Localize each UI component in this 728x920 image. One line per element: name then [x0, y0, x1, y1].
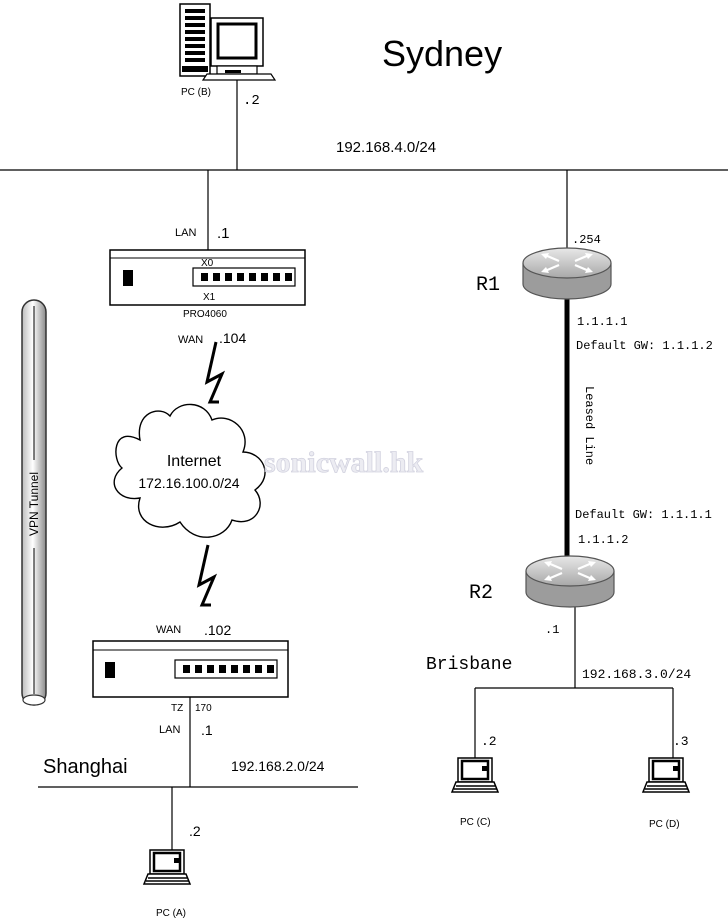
- r2-wan-ip: 1.1.1.2: [578, 533, 628, 547]
- pro4060-model-label: PRO4060: [183, 309, 227, 320]
- pro4060-x0-label: X0: [201, 258, 214, 269]
- pro4060-x1-label: X1: [203, 292, 216, 303]
- r1-default-gateway: Default GW: 1.1.1.2: [576, 339, 713, 353]
- internet-network-label: 172.16.100.0/24: [138, 475, 239, 491]
- tz170-wan-ip: .102: [204, 622, 231, 638]
- tz170-model-prefix: TZ: [171, 703, 183, 714]
- r2-lan-ip: .1: [545, 623, 559, 637]
- r1-name: R1: [476, 274, 500, 297]
- pc-c-label: PC (C): [460, 817, 491, 828]
- tz170-wan-label: WAN: [156, 624, 181, 636]
- shanghai-network-label: 192.168.2.0/24: [231, 758, 325, 774]
- internet-cloud: Internet 172.16.100.0/24: [113, 403, 266, 538]
- brisbane-site-label: Brisbane: [426, 655, 512, 675]
- vpn-tunnel: VPN Tunnel: [21, 299, 47, 706]
- pro4060-lan-ip: .1: [217, 225, 230, 242]
- pc-a-laptop-icon: [142, 848, 192, 886]
- network-lines: [0, 80, 728, 850]
- pc-a-label: PC (A): [156, 908, 186, 919]
- pc-b-ip: .2: [243, 93, 260, 109]
- pro4060-firewall: X0 X1 PRO4060: [109, 249, 306, 320]
- pc-b-label: PC (B): [181, 87, 211, 98]
- pc-c-laptop-icon: [450, 756, 500, 794]
- pc-d-label: PC (D): [649, 819, 680, 830]
- r2-name: R2: [469, 582, 493, 605]
- r1-wan-ip: 1.1.1.1: [577, 315, 627, 329]
- pro4060-wan-label: WAN: [178, 334, 203, 346]
- shanghai-site-label: Shanghai: [43, 756, 128, 778]
- sydney-site-label: Sydney: [382, 33, 502, 74]
- brisbane-network-label: 192.168.3.0/24: [582, 667, 691, 682]
- tz170-wan-bolt: [197, 543, 216, 607]
- r2-default-gateway: Default GW: 1.1.1.1: [575, 508, 712, 522]
- r1-router-icon: [521, 246, 613, 301]
- pc-d-ip: .3: [673, 734, 689, 749]
- sydney-network-label: 192.168.4.0/24: [336, 139, 436, 156]
- pro4060-lan-label: LAN: [175, 227, 196, 239]
- tz170-model-number: 170: [195, 703, 212, 714]
- leased-line-label: Leased Line: [582, 386, 596, 465]
- tz170-lan-ip: .1: [201, 722, 213, 738]
- pc-a-ip: .2: [189, 823, 201, 839]
- vpn-tunnel-label: VPN Tunnel: [27, 472, 41, 536]
- r2-router-icon: [524, 554, 616, 609]
- tz170-firewall: TZ 170: [92, 640, 289, 714]
- internet-label: Internet: [167, 453, 222, 470]
- pc-b-desktop-icon: [179, 3, 277, 81]
- r1-lan-ip: .254: [572, 233, 601, 247]
- watermark-text: sonicwall.hk: [264, 446, 424, 479]
- pc-d-laptop-icon: [641, 756, 691, 794]
- tz170-lan-label: LAN: [159, 724, 180, 736]
- pc-c-ip: .2: [481, 734, 497, 749]
- pro4060-wan-bolt: [205, 340, 224, 404]
- pro4060-wan-ip: .104: [219, 330, 246, 346]
